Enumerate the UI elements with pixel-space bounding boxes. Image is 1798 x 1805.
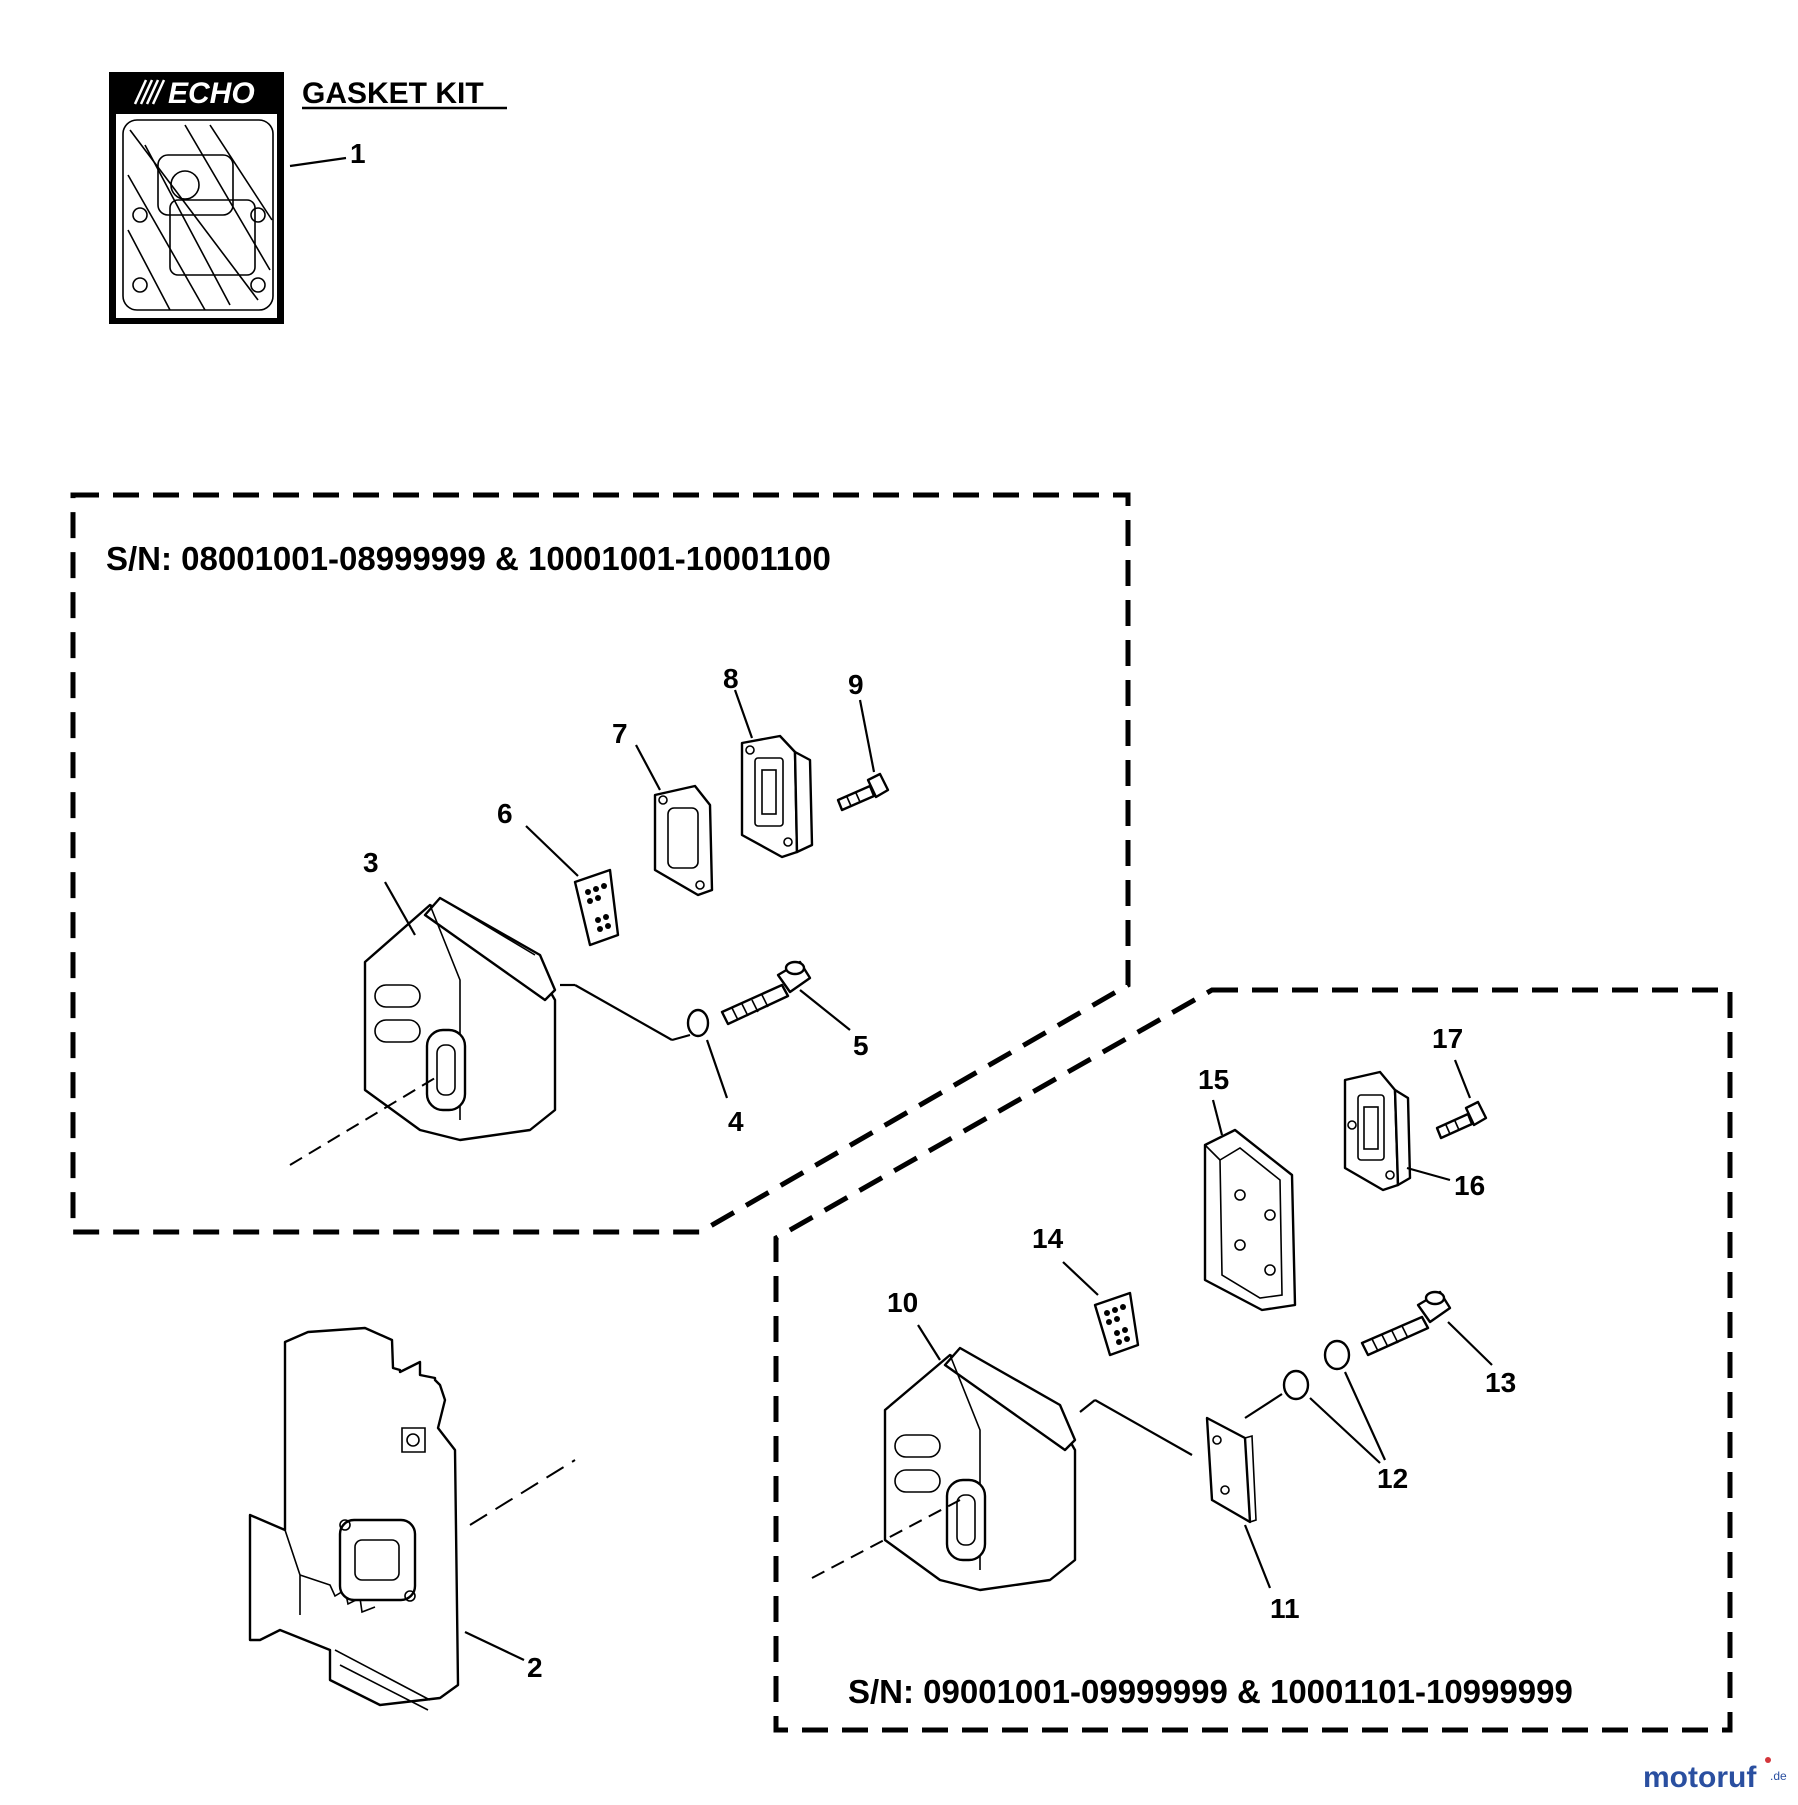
- group-b-border: [773, 987, 1733, 1733]
- gasket-7: [653, 784, 714, 897]
- leader-8: [733, 689, 754, 739]
- leader-15: [1211, 1099, 1224, 1136]
- callout-4: 4: [728, 1106, 744, 1137]
- washers-12: [1282, 1339, 1351, 1401]
- plate-16: [1343, 1070, 1412, 1192]
- heat-shield-2: 2: [248, 1326, 576, 1711]
- echo-logo: ECHO: [133, 77, 255, 110]
- bolt-5: [720, 960, 812, 1026]
- callout-13: 13: [1485, 1367, 1516, 1398]
- leader-13: [1447, 1321, 1493, 1366]
- screw-9: [836, 772, 890, 812]
- leader-2: [464, 1631, 525, 1661]
- watermark-suffix: .de: [1770, 1769, 1787, 1783]
- leader-14: [1062, 1261, 1099, 1296]
- group-a-serial: S/N: 08001001-08999999 & 10001001-100011…: [106, 540, 831, 577]
- muffler-10: [811, 1346, 1193, 1592]
- logo-text: ECHO: [168, 77, 255, 110]
- callout-15: 15: [1198, 1064, 1229, 1095]
- callout-5: 5: [853, 1030, 869, 1061]
- watermark-text: motoruf: [1643, 1761, 1757, 1794]
- callout-17: 17: [1432, 1023, 1463, 1054]
- leader-12b: [1343, 1371, 1387, 1461]
- group-b: S/N: 09001001-09999999 & 10001101-109999…: [773, 987, 1733, 1733]
- leader-1: [289, 156, 347, 168]
- screen-6: [573, 868, 620, 947]
- leader-4: [705, 1039, 729, 1099]
- cover-15: [1203, 1128, 1297, 1312]
- leader-16: [1406, 1166, 1451, 1182]
- leader-9: [858, 699, 876, 773]
- group-a-border: [70, 492, 1131, 1235]
- gasket-kit-title: GASKET KIT: [302, 77, 484, 110]
- muffler-3: [289, 896, 691, 1166]
- leader-7: [635, 744, 661, 791]
- leader-5: [799, 989, 851, 1031]
- callout-9: 9: [848, 669, 864, 700]
- leader-3: [384, 881, 416, 936]
- callout-6: 6: [497, 798, 513, 829]
- kit-gaskets-illustration: [122, 119, 274, 311]
- callout-10: 10: [887, 1287, 918, 1318]
- callout-12: 12: [1377, 1463, 1408, 1494]
- callout-3: 3: [363, 847, 379, 878]
- bolt-13: [1360, 1290, 1452, 1357]
- leader-12a: [1309, 1397, 1381, 1464]
- screen-14: [1093, 1291, 1140, 1357]
- screw-17: [1435, 1100, 1488, 1140]
- leader-6: [525, 825, 579, 877]
- callout-14: 14: [1032, 1223, 1064, 1254]
- callout-8: 8: [723, 663, 739, 694]
- plate-11: [1205, 1416, 1257, 1524]
- watermark: motoruf .de: [1643, 1757, 1787, 1794]
- leader-10: [917, 1324, 941, 1361]
- watermark-dot: [1765, 1757, 1771, 1763]
- callout-16: 16: [1454, 1170, 1485, 1201]
- callout-2: 2: [527, 1652, 543, 1683]
- callout-11: 11: [1270, 1593, 1300, 1624]
- leader-17: [1453, 1059, 1472, 1099]
- gasket-kit: ECHO GASKET KIT 1: [109, 72, 507, 324]
- plate-8: [740, 734, 814, 859]
- washer-4: [686, 1008, 710, 1038]
- group-a: S/N: 08001001-08999999 & 10001001-100011…: [70, 492, 1131, 1235]
- callout-1: 1: [350, 138, 366, 169]
- callout-7: 7: [612, 718, 628, 749]
- leader-11: [1243, 1524, 1272, 1589]
- group-b-serial: S/N: 09001001-09999999 & 10001101-109999…: [848, 1673, 1573, 1710]
